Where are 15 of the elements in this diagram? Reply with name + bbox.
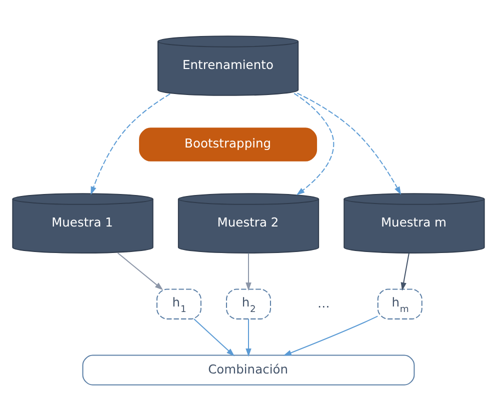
node-box: h$_{m}$ <box>377 288 422 319</box>
arrow <box>246 252 252 290</box>
arrow <box>194 318 235 356</box>
node-box: h$_{2}$ <box>226 288 271 319</box>
arrow <box>117 252 164 290</box>
node-box: Combinación <box>82 354 415 385</box>
arrow <box>297 92 402 194</box>
node-box: Bootstrapping <box>139 127 318 161</box>
node-box: h$_{1}$ <box>156 288 202 319</box>
arrow <box>294 92 334 195</box>
arrow <box>400 252 410 290</box>
arrow <box>283 315 378 356</box>
arrow <box>90 93 170 194</box>
label: … <box>318 296 330 310</box>
arrow <box>246 318 252 356</box>
